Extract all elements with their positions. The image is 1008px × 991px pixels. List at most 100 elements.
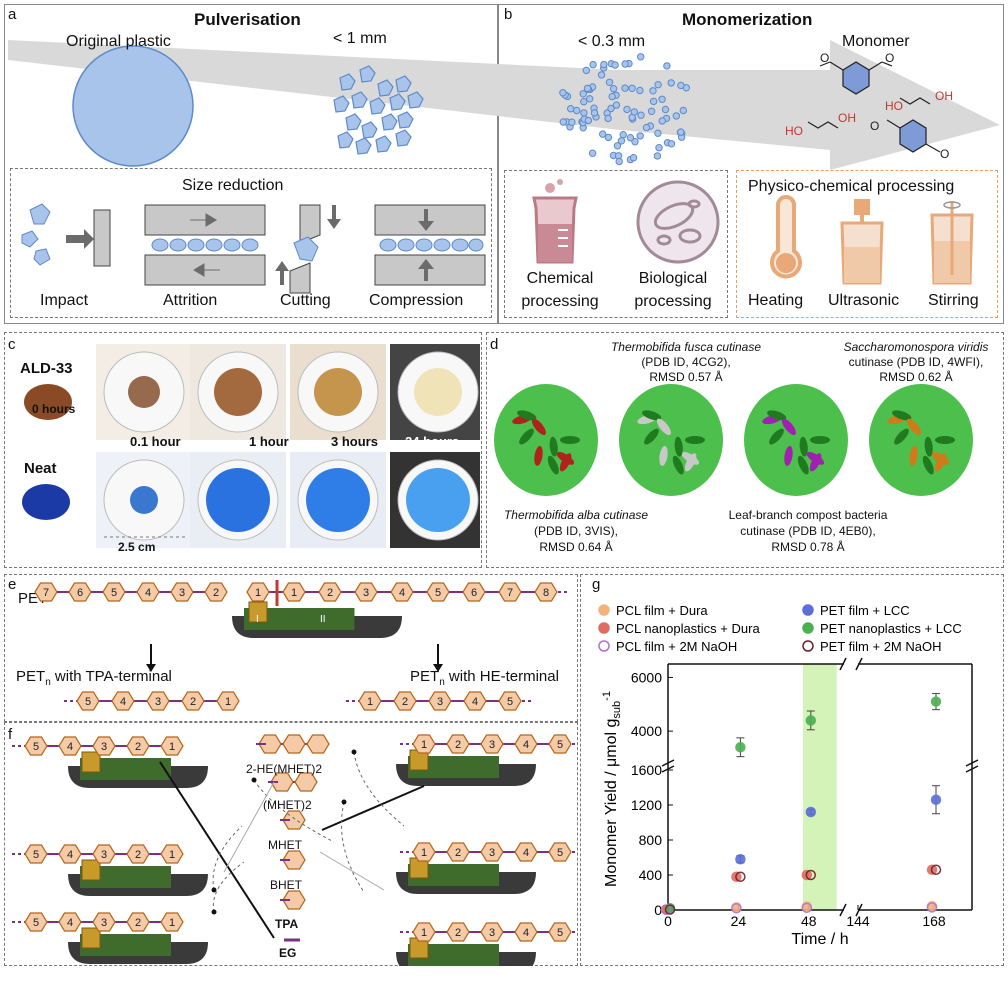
unit-number: 1 [421, 927, 427, 939]
hexagon-unit [548, 922, 572, 942]
pathway-line [159, 761, 275, 939]
pathway-curve [212, 861, 245, 913]
data-point [660, 904, 672, 915]
data-point [805, 806, 817, 818]
panel-g-letter: g [592, 576, 601, 593]
enzyme-domain [244, 608, 355, 630]
unit-number: 5 [33, 849, 39, 861]
helix [559, 453, 572, 472]
hexagon-unit [58, 736, 82, 756]
unit-number: 5 [507, 696, 513, 708]
hexagon-unit [246, 582, 270, 602]
axis-break [965, 765, 979, 773]
particle [667, 79, 675, 87]
sample [130, 486, 158, 514]
particle [607, 104, 615, 113]
pathway-dot [211, 887, 217, 893]
particle [609, 85, 618, 93]
sample [306, 468, 370, 532]
particle [636, 132, 644, 140]
unit-number: 1 [291, 587, 297, 599]
sample [206, 468, 270, 532]
fragment [395, 75, 412, 93]
x-tick-label: 0 [664, 913, 672, 929]
particle [613, 142, 622, 150]
data-point [805, 715, 817, 726]
helix [674, 436, 683, 457]
fragment [351, 91, 368, 109]
helix [534, 446, 543, 466]
product-mhet2: (MHET)2 [263, 798, 312, 812]
particle [604, 114, 612, 123]
particle [599, 130, 607, 138]
hexagon-unit [480, 922, 504, 942]
leaf-line1: Leaf-branch compost bacteria [728, 508, 888, 522]
pathway-line [223, 781, 275, 873]
panel-a [4, 4, 498, 324]
alba-line3: RMSD 0.64 Å [539, 540, 613, 554]
data-point [930, 864, 942, 875]
active-site [81, 859, 101, 881]
hexagon-unit [58, 844, 82, 864]
unit-number: 2 [455, 847, 461, 859]
helix [642, 410, 662, 421]
fragment [381, 113, 398, 131]
helix [924, 436, 933, 457]
protein-structures [494, 384, 973, 496]
particle [661, 105, 670, 114]
thermometer-icon [770, 195, 802, 279]
legend-marker [598, 622, 610, 634]
stirring-icon [930, 201, 974, 285]
pathway-dot [211, 909, 217, 915]
particle [642, 123, 651, 132]
x-axis-label: Time / h [791, 931, 848, 948]
data-point [731, 903, 742, 914]
protein-blob [744, 384, 848, 496]
pathway-curve [341, 801, 365, 893]
particle [658, 95, 666, 104]
unit-number: 3 [363, 587, 369, 599]
particle [637, 111, 645, 119]
enzyme-domain [408, 944, 499, 966]
method-attrition: Attrition [163, 292, 218, 309]
axis-break [855, 657, 863, 671]
particle [600, 60, 608, 69]
physico-ultrasonic: Ultrasonic [828, 292, 900, 309]
fragment [395, 129, 412, 147]
unit-number: 3 [101, 917, 107, 929]
unit-number: 3 [179, 587, 185, 599]
data-point [930, 794, 942, 805]
helix [547, 455, 559, 475]
helix [906, 418, 921, 435]
unit-number: 2 [455, 739, 461, 751]
highlight-48h [802, 664, 837, 910]
helix [549, 436, 558, 457]
helix [810, 436, 830, 444]
hexagon-unit [498, 691, 522, 711]
unit-number: 2 [455, 927, 461, 939]
helix [784, 446, 793, 466]
hexagon-unit [294, 772, 318, 792]
unit-number: 5 [85, 696, 91, 708]
particle [636, 86, 644, 95]
hexagon-unit [390, 582, 414, 602]
particle [655, 144, 663, 152]
fragment [333, 95, 350, 113]
hexagon-unit [126, 736, 150, 756]
svg-text:HO: HO [885, 99, 903, 113]
particle [586, 95, 594, 103]
unit-number: 2 [213, 587, 219, 599]
size-1mm-label: < 1 mm [333, 30, 387, 47]
svg-text:OH: OH [838, 111, 856, 125]
fragment [355, 137, 372, 155]
hexagon-unit [514, 734, 538, 754]
unit-number: 7 [43, 587, 49, 599]
hexagon-unit [318, 582, 342, 602]
hexagon-unit [412, 734, 436, 754]
beaker-icon [532, 179, 578, 264]
particle [615, 157, 623, 166]
unit-number: 5 [435, 587, 441, 599]
unit-number: 2 [327, 587, 333, 599]
unit-number: 3 [489, 847, 495, 859]
panel-e [4, 574, 578, 722]
